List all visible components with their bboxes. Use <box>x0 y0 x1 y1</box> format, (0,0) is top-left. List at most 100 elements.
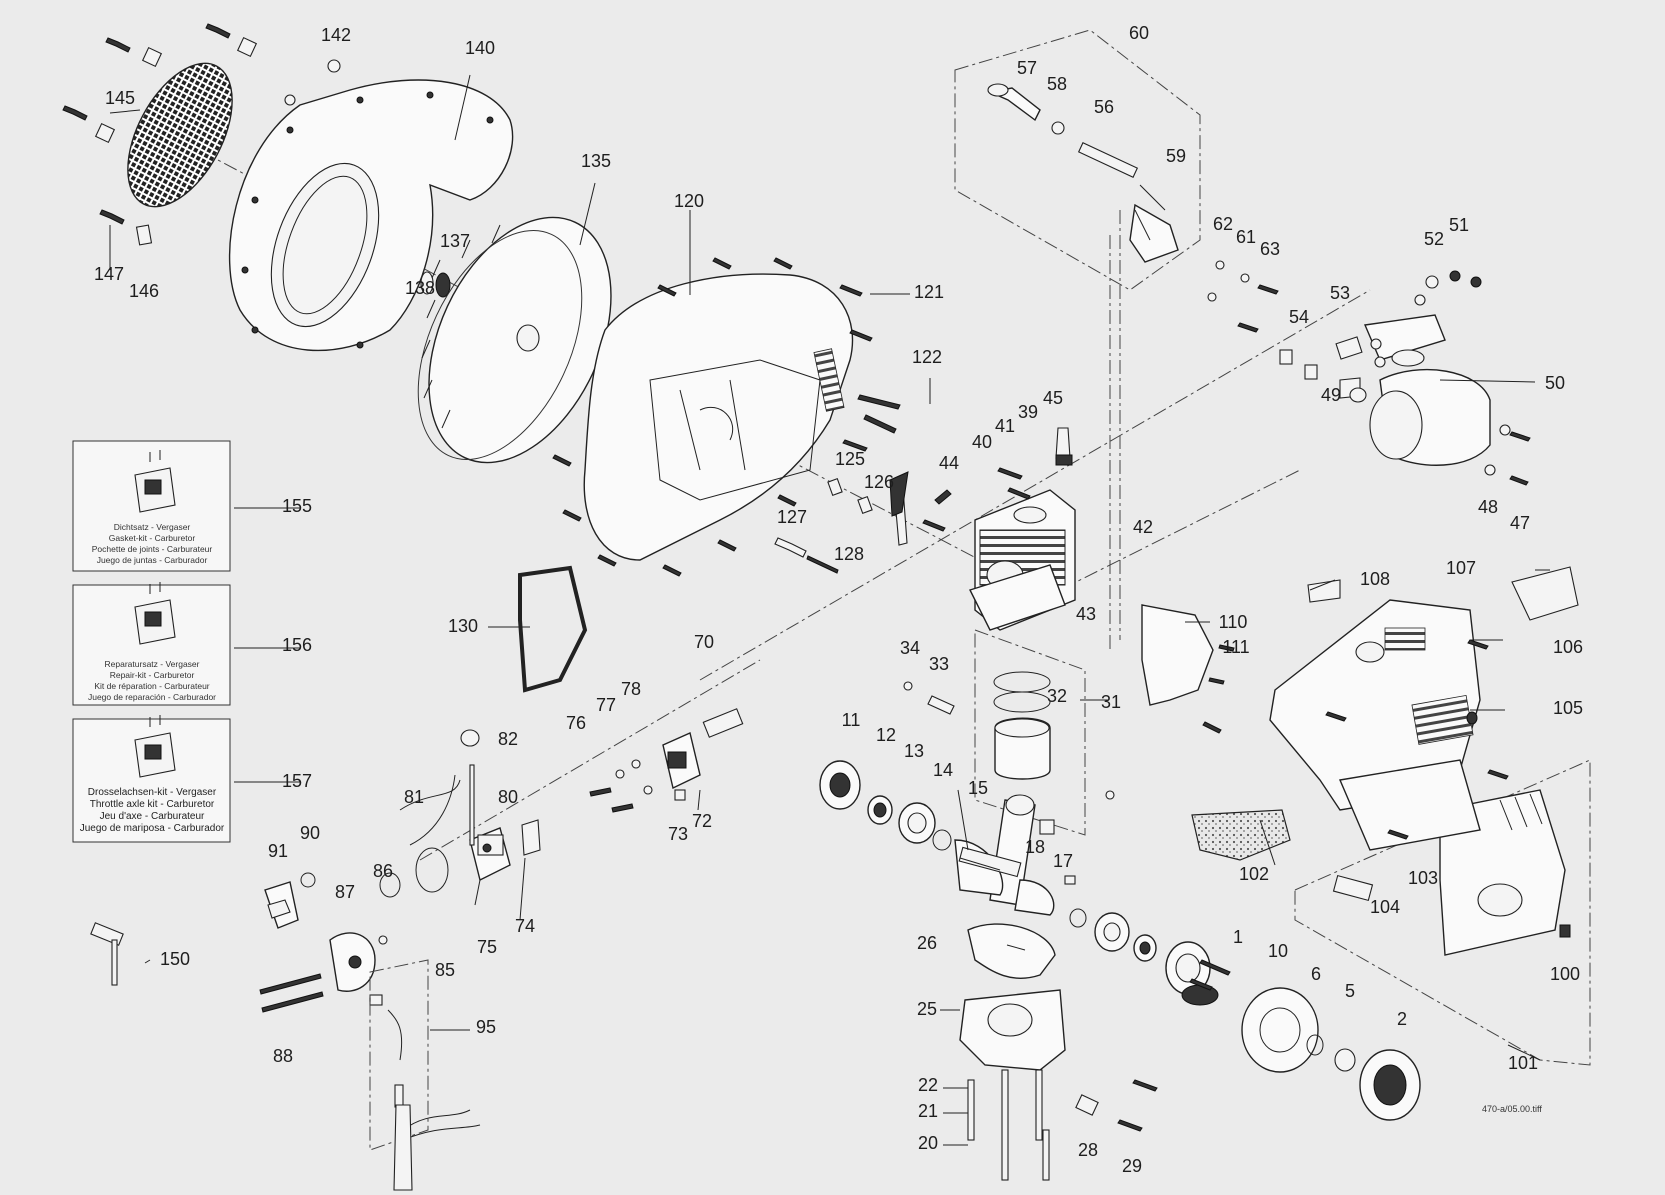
kit-155-line-1: Dichtsatz - Vergaser <box>114 522 191 532</box>
part-label-137: 137 <box>440 231 470 251</box>
carburetor-75 <box>469 827 511 882</box>
kit-156-line-2: Repair-kit - Carburetor <box>110 670 195 680</box>
cable-guide-44 <box>889 471 909 517</box>
right-bearings <box>1069 908 1211 995</box>
crankcase-half-26 <box>967 923 1056 979</box>
part-label-5: 5 <box>1345 981 1355 1001</box>
throttle-lever-59 <box>1129 203 1179 263</box>
part-label-22: 22 <box>918 1075 938 1095</box>
part-label-48: 48 <box>1478 497 1498 517</box>
kit-156-line-1: Reparatursatz - Vergaser <box>105 659 200 669</box>
part-label-121: 121 <box>914 282 944 302</box>
kit-156-line-4: Juego de reparación - Carburador <box>88 692 216 702</box>
carburetor-icon <box>134 450 176 513</box>
gasket-frame-130 <box>518 565 588 693</box>
part-label-21: 21 <box>918 1101 938 1121</box>
cylinder-40 <box>969 489 1076 631</box>
part-label-25: 25 <box>917 999 937 1019</box>
part-label-75: 75 <box>477 937 497 957</box>
fuel-hose-95 <box>393 1104 413 1191</box>
part-label-128: 128 <box>834 544 864 564</box>
part-label-60: 60 <box>1129 23 1149 43</box>
part-label-26: 26 <box>917 933 937 953</box>
part-label-74: 74 <box>515 916 535 936</box>
kit-157-line-2: Throttle axle kit - Carburetor <box>90 799 215 810</box>
clutch-10 <box>1241 987 1319 1073</box>
part-label-146: 146 <box>129 281 159 301</box>
part-label-54: 54 <box>1289 307 1309 327</box>
part-label-14: 14 <box>933 760 953 780</box>
drawing-parts <box>62 23 1591 1191</box>
part-label-130: 130 <box>448 616 478 636</box>
part-labels: 1256101112131415171820212225262829313233… <box>94 23 1583 1176</box>
throttle-trigger-57 <box>987 83 1041 122</box>
part-label-29: 29 <box>1122 1156 1142 1176</box>
part-label-47: 47 <box>1510 513 1530 533</box>
part-label-1: 1 <box>1233 927 1243 947</box>
part-label-40: 40 <box>972 432 992 452</box>
part-label-120: 120 <box>674 191 704 211</box>
part-label-111: 111 <box>1222 637 1249 657</box>
part-label-73: 73 <box>668 824 688 844</box>
crankcase-screws <box>967 1069 1050 1181</box>
engine-mount-120 <box>583 273 854 561</box>
kit-157-text: Drosselachsen-kit - Vergaser Throttle ax… <box>80 787 225 834</box>
part-label-135: 135 <box>581 151 611 171</box>
part-label-150: 150 <box>160 949 190 969</box>
part-label-49: 49 <box>1321 385 1341 405</box>
part-label-72: 72 <box>692 811 712 831</box>
part-label-63: 63 <box>1260 239 1280 259</box>
part-label-70: 70 <box>694 632 714 652</box>
part-label-95: 95 <box>476 1017 496 1037</box>
carburetor-72 <box>662 732 701 790</box>
carburetor-icon <box>134 582 176 645</box>
part-label-122: 122 <box>912 347 942 367</box>
kit-155-line-3: Pochette de joints - Carburateur <box>92 544 213 554</box>
part-label-77: 77 <box>596 695 616 715</box>
part-label-87: 87 <box>335 882 355 902</box>
part-label-20: 20 <box>918 1133 938 1153</box>
part-label-125: 125 <box>835 449 865 469</box>
kit-155-line-4: Juego de juntas - Carburador <box>97 555 208 565</box>
part-label-107: 107 <box>1446 558 1476 578</box>
part-label-32: 32 <box>1047 686 1067 706</box>
decal-108 <box>1307 579 1341 603</box>
kit-155-text: Dichtsatz - Vergaser Gasket-kit - Carbur… <box>92 522 213 565</box>
filter-cover-110 <box>1141 604 1214 706</box>
part-label-41: 41 <box>995 416 1015 436</box>
housing-bolts <box>552 257 901 577</box>
part-label-61: 61 <box>1236 227 1256 247</box>
part-label-106: 106 <box>1553 637 1583 657</box>
part-label-156: 156 <box>282 635 312 655</box>
part-label-138: 138 <box>405 278 435 298</box>
part-label-2: 2 <box>1397 1009 1407 1029</box>
part-label-140: 140 <box>465 38 495 58</box>
part-label-10: 10 <box>1268 941 1288 961</box>
air-filter-102 <box>1191 809 1291 861</box>
part-label-78: 78 <box>621 679 641 699</box>
part-label-81: 81 <box>404 787 424 807</box>
part-label-13: 13 <box>904 741 924 761</box>
part-label-43: 43 <box>1076 604 1096 624</box>
part-label-108: 108 <box>1360 569 1390 589</box>
part-label-145: 145 <box>105 88 135 108</box>
part-label-90: 90 <box>300 823 320 843</box>
kit-157-line-1: Drosselachsen-kit - Vergaser <box>88 787 217 798</box>
part-label-11: 11 <box>842 710 861 730</box>
part-label-157: 157 <box>282 771 312 791</box>
part-label-82: 82 <box>498 729 518 749</box>
kit-156-line-3: Kit de réparation - Carburateur <box>94 681 209 691</box>
part-label-53: 53 <box>1330 283 1350 303</box>
left-bearings <box>819 760 952 851</box>
tool-150 <box>90 922 124 986</box>
part-label-50: 50 <box>1545 373 1565 393</box>
part-label-100: 100 <box>1550 964 1580 984</box>
part-label-105: 105 <box>1553 698 1583 718</box>
kit-boxes <box>72 440 231 843</box>
part-label-59: 59 <box>1166 146 1186 166</box>
part-label-102: 102 <box>1239 864 1269 884</box>
spark-plug-45 <box>1055 427 1071 459</box>
part-label-101: 101 <box>1508 1053 1538 1073</box>
part-label-126: 126 <box>864 472 894 492</box>
